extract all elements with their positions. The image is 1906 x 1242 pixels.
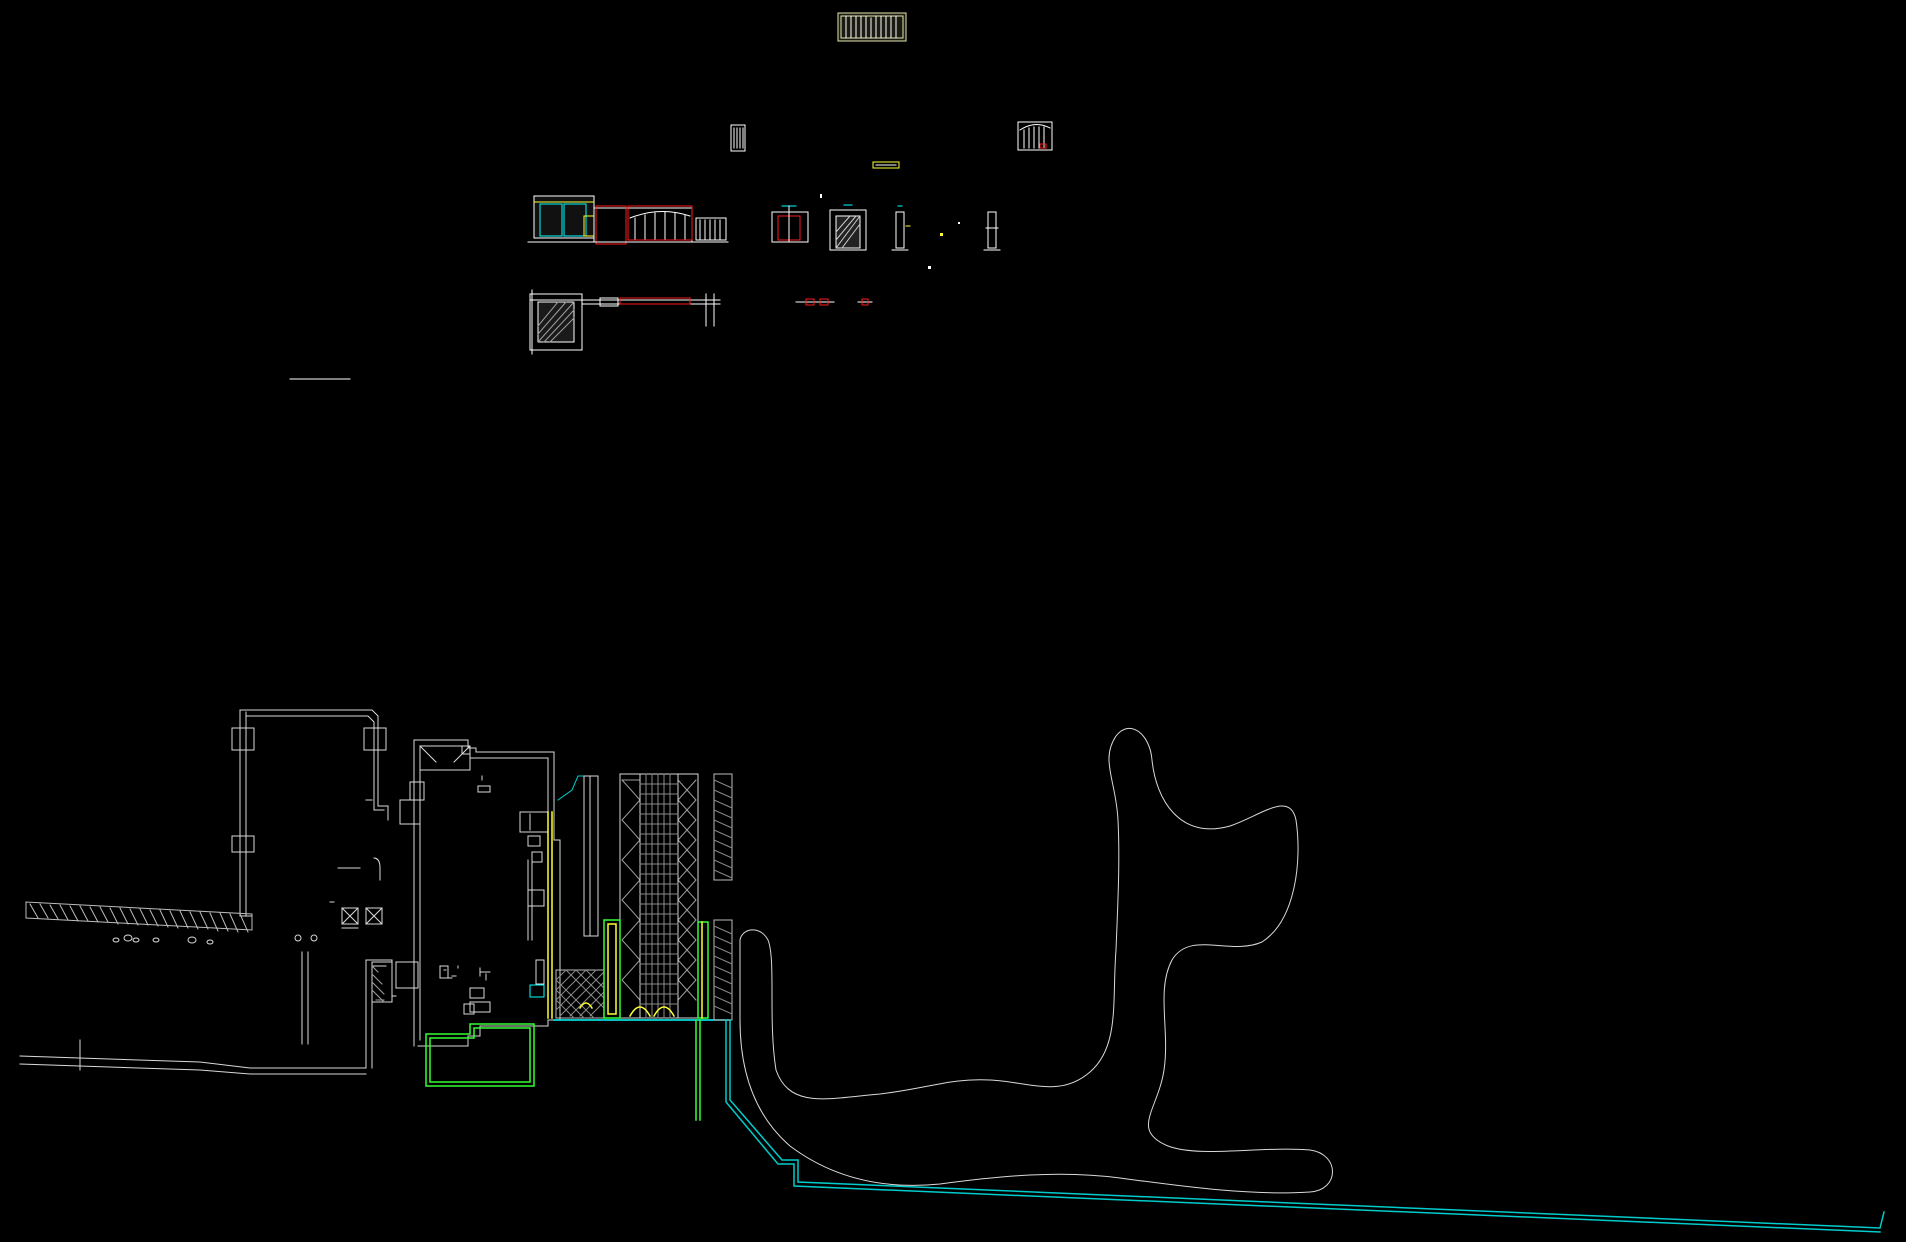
handle-detail[interactable]: [872, 161, 900, 169]
hinge-detail[interactable]: [795, 298, 873, 306]
site-boundary-cyan[interactable]: [725, 1019, 1885, 1233]
building-footprint-center[interactable]: [395, 739, 561, 1047]
small-marks: [820, 194, 960, 269]
green-planter-strip[interactable]: [578, 919, 709, 1121]
gate-panel-small[interactable]: [730, 124, 746, 152]
gate-panel-right[interactable]: [1017, 121, 1053, 151]
site-furniture[interactable]: [112, 857, 383, 945]
gatehouse-plan[interactable]: [529, 289, 721, 355]
pool-outline-green[interactable]: [425, 1023, 535, 1087]
hedge-strip-right[interactable]: [713, 773, 733, 1021]
planting-strip[interactable]: [583, 775, 599, 937]
boundary-line-left[interactable]: [19, 951, 367, 1075]
lake-outline[interactable]: [739, 727, 1333, 1194]
building-footprint-left[interactable]: [231, 709, 389, 917]
cyan-wall-segment[interactable]: [553, 775, 731, 1021]
gatehouse-elevation[interactable]: [527, 195, 729, 245]
gate-pillar-section-b[interactable]: [829, 204, 867, 251]
pedestrian-walkway[interactable]: [619, 773, 699, 1019]
building-stepped-wall[interactable]: [365, 959, 397, 1069]
gate-elevation-top[interactable]: [837, 12, 907, 42]
column-detail-b[interactable]: [983, 211, 1001, 251]
gate-pillar-section-a[interactable]: [771, 205, 809, 243]
hatched-wall-left[interactable]: [25, 901, 253, 933]
column-detail-a[interactable]: [891, 205, 911, 251]
hatched-path-left[interactable]: [555, 969, 605, 1019]
yellow-wall-strip[interactable]: [547, 811, 553, 1019]
